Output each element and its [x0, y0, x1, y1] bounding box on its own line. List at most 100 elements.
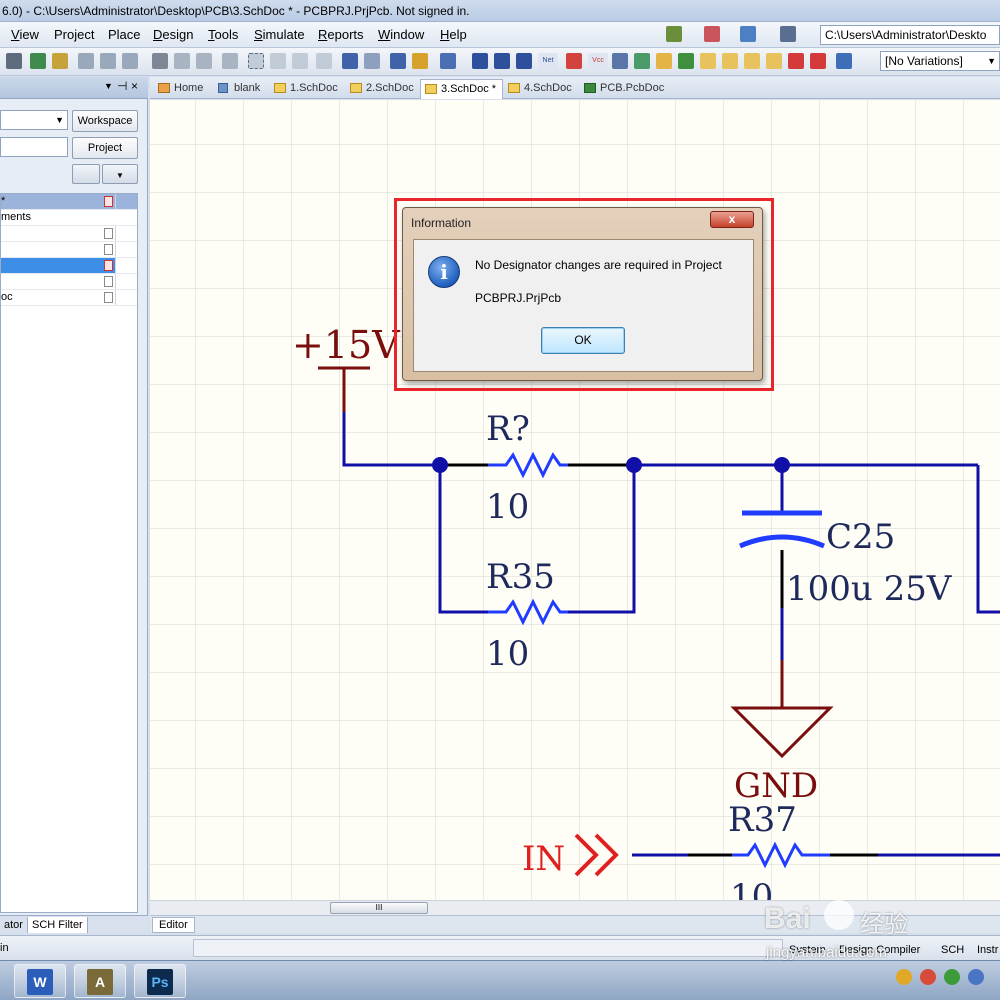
resistor-r37[interactable]	[732, 841, 830, 869]
gnd-label[interactable]: GND	[734, 766, 818, 806]
resistor-r35[interactable]	[488, 598, 568, 626]
harness-connector-icon[interactable]	[700, 53, 716, 69]
copy-icon[interactable]	[174, 53, 190, 69]
sheet-symbol-icon[interactable]	[634, 53, 650, 69]
r37-designator[interactable]: R37	[728, 800, 797, 840]
resistor-r-top[interactable]	[488, 451, 568, 479]
grid-icon[interactable]	[780, 26, 796, 42]
c25-designator[interactable]: C25	[826, 517, 895, 557]
project-combo[interactable]	[0, 137, 68, 157]
taskbar-photoshop-button[interactable]: Ps	[134, 964, 186, 998]
menu-view[interactable]: View	[11, 27, 39, 42]
clear-filter-icon[interactable]	[316, 53, 332, 69]
zoom-area-icon[interactable]	[100, 53, 116, 69]
close-icon[interactable]: ×	[131, 79, 139, 93]
power-label[interactable]: +15V	[292, 323, 400, 367]
taskbar-word-button[interactable]: W	[14, 964, 66, 998]
tray-search-icon[interactable]	[896, 969, 912, 985]
r35-value[interactable]: 10	[486, 634, 529, 674]
ground-icon[interactable]	[740, 26, 756, 42]
status-button-design-compiler[interactable]: Design Compiler	[839, 944, 921, 956]
compile-icon[interactable]	[412, 53, 428, 69]
print-icon[interactable]	[52, 53, 68, 69]
r-top-designator[interactable]: R?	[486, 409, 530, 449]
bar-chart-icon[interactable]	[666, 26, 682, 42]
variations-combo[interactable]: [No Variations]▼	[880, 51, 1000, 71]
cut-icon[interactable]	[152, 53, 168, 69]
signal-harness-icon[interactable]	[516, 53, 532, 69]
status-button-sch[interactable]: SCH	[941, 944, 965, 956]
status-button-system[interactable]: System	[789, 944, 826, 956]
tab-blank[interactable]: blank	[214, 79, 266, 99]
menu-design[interactable]: Design	[153, 27, 194, 42]
project-button[interactable]: Project	[72, 137, 138, 159]
project-options-icon[interactable]: ▼	[102, 164, 138, 184]
zoom-icon[interactable]	[78, 53, 94, 69]
r35-designator[interactable]: R35	[486, 557, 555, 597]
panel-tab-navigator[interactable]: ator	[0, 917, 28, 933]
gnd-port-icon[interactable]	[566, 53, 582, 69]
tab-1-schdoc[interactable]: 1.SchDoc	[270, 79, 344, 99]
rubber-stamp-icon[interactable]	[222, 53, 238, 69]
tree-row[interactable]: ments	[1, 210, 137, 226]
wire-icon[interactable]	[440, 53, 456, 69]
workspace-combo[interactable]: ▼	[0, 110, 68, 130]
undo-icon[interactable]	[342, 53, 358, 69]
status-button-instruments[interactable]: Instr	[977, 944, 999, 956]
r-top-value[interactable]: 10	[486, 487, 529, 527]
tab-4-schdoc[interactable]: 4.SchDoc	[504, 79, 578, 99]
net-label-icon[interactable]: Net	[538, 53, 558, 69]
menu-simulate[interactable]: Simulate	[254, 27, 305, 42]
drawing-tools-icon[interactable]	[836, 53, 852, 69]
menu-project[interactable]: Project	[54, 27, 95, 42]
workspace-button[interactable]: Workspace	[72, 110, 138, 132]
menu-tools[interactable]: Tools	[208, 27, 239, 42]
tray-shield-icon[interactable]	[920, 969, 936, 985]
port-arrow[interactable]	[574, 833, 599, 877]
vcc-port-icon[interactable]: Vcc	[588, 53, 608, 69]
bus-icon[interactable]	[472, 53, 488, 69]
diff-pair-icon[interactable]	[810, 53, 826, 69]
harness-entry-icon[interactable]	[722, 53, 738, 69]
scrollbar-thumb[interactable]: III	[330, 902, 428, 914]
r37-value[interactable]: 10	[730, 877, 773, 900]
no-erc-icon[interactable]	[788, 53, 804, 69]
path-combo[interactable]: C:\Users\Administrator\Deskto	[820, 25, 1000, 45]
tree-row[interactable]	[1, 274, 137, 290]
horizontal-scrollbar[interactable]: III	[150, 900, 1000, 915]
move-icon[interactable]	[270, 53, 286, 69]
menu-help[interactable]: Help	[440, 27, 467, 42]
tree-row[interactable]	[1, 242, 137, 258]
zoom-selected-icon[interactable]	[122, 53, 138, 69]
panel-menu-icon[interactable]: ▼	[104, 81, 113, 91]
taskbar-altium-button[interactable]: A	[74, 964, 126, 998]
redo-icon[interactable]	[364, 53, 380, 69]
menu-window[interactable]: Window	[378, 27, 425, 42]
tree-row[interactable]	[1, 258, 137, 274]
sheet-entry-icon[interactable]	[656, 53, 672, 69]
tree-row[interactable]: *	[1, 194, 137, 210]
tab-pcb-pcbdoc[interactable]: PCB.PcbDoc	[580, 79, 670, 99]
device-sheet-icon[interactable]	[678, 53, 694, 69]
pin-icon[interactable]: ⊣	[117, 79, 128, 93]
tab-2-schdoc[interactable]: 2.SchDoc	[346, 79, 420, 99]
compile-project-icon[interactable]	[72, 164, 100, 184]
deselect-icon[interactable]	[292, 53, 308, 69]
port-label[interactable]: IN	[522, 839, 565, 879]
capacitor-plate-curved[interactable]	[739, 534, 825, 549]
tree-row[interactable]	[1, 226, 137, 242]
select-area-icon[interactable]	[248, 53, 264, 69]
port-icon[interactable]	[744, 53, 760, 69]
bus-entry-icon[interactable]	[494, 53, 510, 69]
dialog-close-button[interactable]: x	[710, 211, 754, 228]
hierarchy-icon[interactable]	[390, 53, 406, 69]
menu-place[interactable]: Place	[108, 27, 141, 42]
tray-network-icon[interactable]	[968, 969, 984, 985]
off-sheet-connector-icon[interactable]	[766, 53, 782, 69]
tree-row[interactable]: oc	[1, 290, 137, 306]
editor-tab[interactable]: Editor	[152, 917, 195, 933]
menu-reports[interactable]: Reports	[318, 27, 364, 42]
save-icon[interactable]	[30, 53, 46, 69]
tab-home[interactable]: Home	[154, 79, 209, 99]
ok-button[interactable]: OK	[541, 327, 625, 354]
